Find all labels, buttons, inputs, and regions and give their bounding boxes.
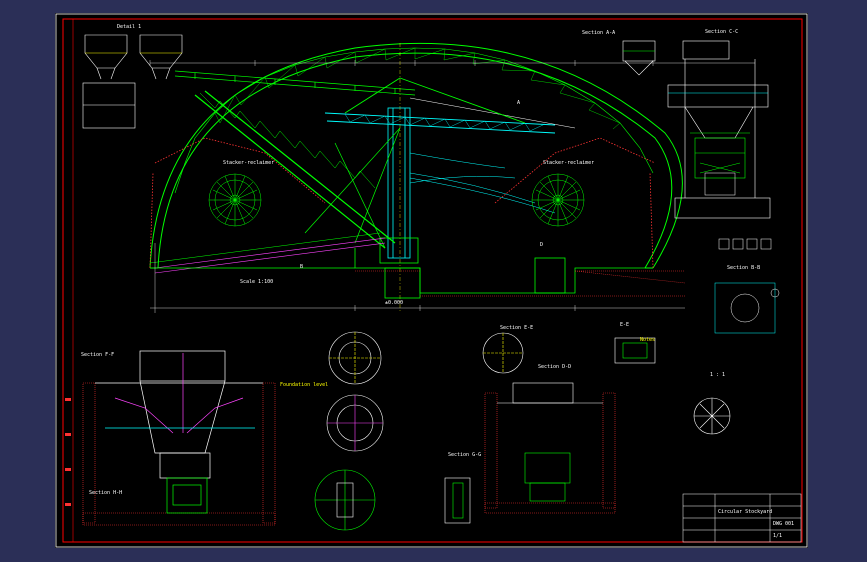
ground-hatch (355, 270, 686, 297)
section-aa-drawing (622, 40, 656, 76)
label-detail-1: Detail 1 (117, 24, 142, 30)
label-section-cc: Section C-C (705, 29, 739, 35)
section-ff-machine (105, 427, 255, 514)
outer-frame (55, 13, 808, 548)
stacker-boom (324, 77, 576, 134)
title-block-frame (682, 493, 802, 543)
title-block-drawing-no: DWG 001 (773, 521, 795, 527)
label-section-bb: Section B-B (727, 265, 761, 271)
label-ground-level: ±0.000 (385, 300, 404, 306)
label-scale-note: Scale 1:100 (240, 279, 274, 285)
marker-a: A (517, 100, 521, 106)
label-section-ff: Section F-F (81, 352, 115, 358)
title-block-sheet: 1/1 (773, 533, 783, 539)
title-block-title: Circular Stockyard (718, 509, 773, 515)
section-cc-detail (690, 132, 750, 196)
label-view-e: E-E (620, 322, 630, 328)
dome-truss-web (214, 47, 621, 130)
dimension-lines-top (149, 43, 755, 313)
bucket-wheel-left (208, 173, 262, 227)
section-ff-walls (82, 382, 276, 526)
section-gg-drawing (444, 477, 471, 524)
label-section-gg: Section G-G (448, 452, 482, 458)
label-section-aa: Section A-A (582, 30, 616, 36)
section-dd-body (497, 382, 603, 502)
label-section-hh: Section H-H (89, 490, 123, 496)
base-dims (150, 243, 685, 313)
section-bb-drawing (714, 238, 780, 334)
dome-truss (149, 42, 683, 269)
tie-rods (304, 127, 401, 249)
cad-drawing (55, 13, 808, 548)
inner-frame (62, 18, 803, 543)
label-view-left: Stacker-reclaimer (223, 160, 275, 166)
label-section-dd: Section D-D (538, 364, 572, 370)
label-scale-1: 1 : 1 (710, 372, 726, 378)
cyan-wires (409, 152, 556, 214)
section-dd-walls (484, 392, 616, 514)
title-block: Circular Stockyard DWG 001 1/1 (683, 494, 801, 542)
section-ff-magenta (114, 353, 244, 434)
drawing-sheet: Detail 1 Section A-A Section C-C Section… (55, 13, 808, 548)
label-foundation: Foundation level (280, 382, 329, 388)
reclaimer-boom (194, 90, 396, 249)
stockpile-outline (149, 137, 656, 269)
label-section-ee: Section E-E (500, 325, 534, 331)
circle-detail-3 (314, 469, 376, 531)
foundation (150, 248, 653, 299)
label-view-right: Stacker-reclaimer (543, 160, 595, 166)
bucket-wheel-right (531, 173, 585, 227)
section-cc-tower (667, 40, 771, 219)
circle-detail-1 (328, 331, 382, 385)
marker-b: B (300, 264, 304, 270)
mid-right-detail (614, 337, 656, 364)
top-conveyor (174, 70, 416, 96)
section-ff-hopper (95, 350, 263, 479)
label-notes-title: Notes (640, 337, 656, 343)
left-margin-marks (65, 398, 71, 506)
circle-detail-2 (326, 394, 384, 452)
section-ee-drawing (482, 332, 524, 374)
detail-1-hoppers (82, 34, 183, 129)
ground-conveyor-green (149, 232, 381, 264)
central-column (379, 107, 419, 264)
marker-d: D (540, 242, 544, 248)
star-detail (693, 397, 731, 435)
